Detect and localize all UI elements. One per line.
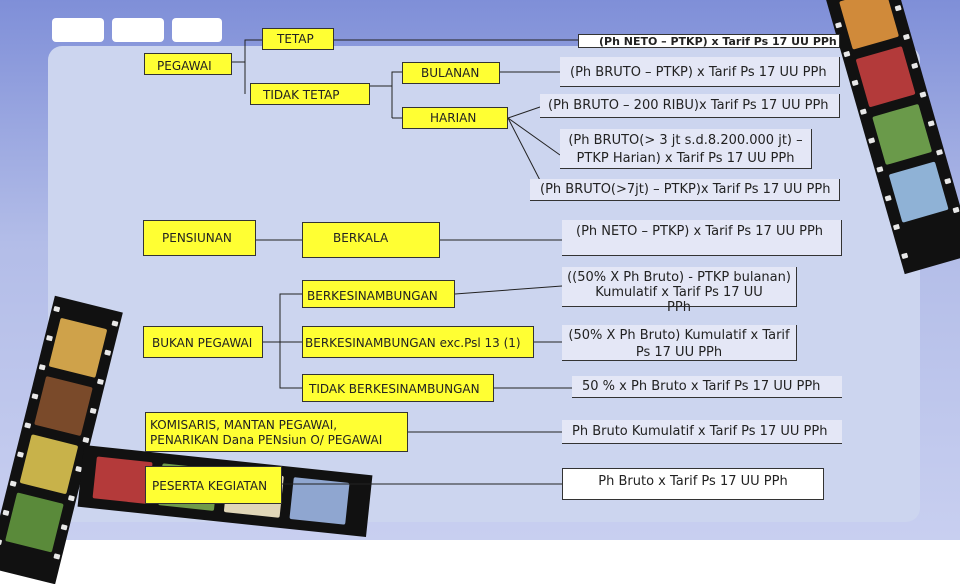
node-pensiunan: PENSIUNAN: [143, 220, 256, 256]
formula-berkesinambungan-line1: ((50% X Ph Bruto) - PTKP bulanan): [567, 270, 791, 285]
top-tab-1: [52, 18, 104, 42]
node-tidak-berkesinambungan: TIDAK BERKESINAMBUNGAN: [302, 374, 494, 402]
formula-exc-line2: Ps 17 UU PPh: [635, 345, 723, 360]
formula-harian-2-line1: (Ph BRUTO(> 3 jt s.d.8.200.000 jt) –: [568, 133, 803, 148]
formula-harian-3: (Ph BRUTO(>7jt) – PTKP)x Tarif Ps 17 UU …: [530, 179, 840, 201]
node-komisaris-line1: KOMISARIS, MANTAN PEGAWAI,: [150, 418, 338, 432]
formula-berkala: (Ph NETO – PTKP) x Tarif Ps 17 UU PPh: [562, 220, 842, 256]
formula-bulanan: (Ph BRUTO – PTKP) x Tarif Ps 17 UU PPh: [560, 57, 840, 87]
node-bulanan: BULANAN: [402, 62, 500, 84]
node-harian: HARIAN: [402, 107, 508, 129]
line-harian-formula2: [507, 117, 561, 156]
formula-harian-2-line2: PTKP Harian) x Tarif Ps 17 UU PPh: [576, 151, 795, 166]
formula-exc-line1: (50% X Ph Bruto) Kumulatif x Tarif: [568, 328, 790, 343]
node-bukan-pegawai: BUKAN PEGAWAI: [143, 326, 263, 358]
node-berkala: BERKALA: [302, 222, 440, 258]
formula-tetap: (Ph NETO – PTKP) x Tarif Ps 17 UU PPh: [578, 34, 840, 48]
top-tab-3: [172, 18, 222, 42]
formula-harian-1: (Ph BRUTO – 200 RIBU)x Tarif Ps 17 UU PP…: [540, 94, 840, 118]
node-tetap: TETAP: [262, 28, 334, 50]
line-berkesinambungan-formula: [454, 285, 563, 295]
connector-lines: [147, 39, 578, 485]
formula-harian-2: (Ph BRUTO(> 3 jt s.d.8.200.000 jt) – PTK…: [560, 129, 812, 169]
formula-berkesinambungan-line2: Kumulatif x Tarif Ps 17 UU: [595, 285, 763, 300]
top-tab-2: [112, 18, 164, 42]
node-tidak-tetap: TIDAK TETAP: [250, 83, 370, 105]
line-harian-formula3: [507, 117, 546, 191]
formula-exc: (50% X Ph Bruto) Kumulatif x Tarif Ps 17…: [562, 325, 797, 361]
formula-komisaris: Ph Bruto Kumulatif x Tarif Ps 17 UU PPh: [562, 420, 842, 444]
node-berkesinambungan-exc: BERKESINAMBUNGAN exc.Psl 13 (1): [302, 326, 534, 358]
node-komisaris-line2: PENARIKAN Dana PENsiun O/ PEGAWAI: [150, 433, 383, 447]
line-bukan-berkesinambungan: [263, 293, 302, 343]
node-pegawai: PEGAWAI: [144, 53, 232, 75]
node-berkesinambungan: BERKESINAMBUNGAN: [302, 280, 455, 308]
formula-peserta: Ph Bruto x Tarif Ps 17 UU PPh: [562, 468, 824, 500]
node-peserta-kegiatan: PESERTA KEGIATAN: [145, 466, 282, 504]
line-bukan-tidak: [279, 342, 302, 389]
node-komisaris: KOMISARIS, MANTAN PEGAWAI, PENARIKAN Dan…: [145, 412, 408, 452]
formula-berkesinambungan-line3: PPh: [667, 300, 691, 315]
formula-tidak-berkesinambungan: 50 % x Ph Bruto x Tarif Ps 17 UU PPh: [572, 376, 842, 398]
formula-berkesinambungan: ((50% X Ph Bruto) - PTKP bulanan) Kumula…: [562, 267, 797, 315]
line-harian-formula1: [507, 106, 541, 119]
